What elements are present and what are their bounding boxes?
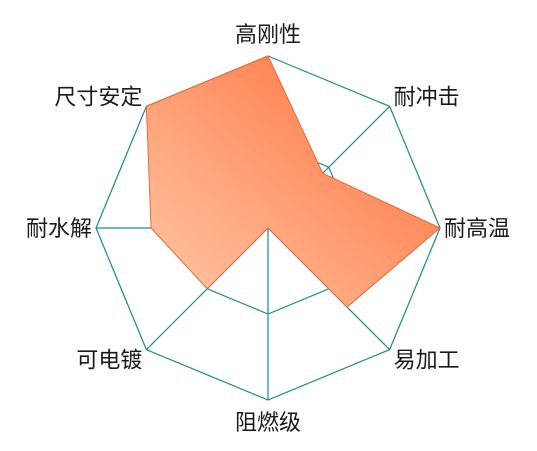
axis-label-1: 高刚性 <box>235 23 301 48</box>
axis-label-5: 阻燃级 <box>235 411 301 436</box>
axis-label-6: 可电镀 <box>76 349 142 374</box>
axis-label-2: 耐冲击 <box>394 85 460 110</box>
axis-label-3: 耐高温 <box>444 217 510 242</box>
radar-series <box>145 55 441 308</box>
axis-label-8: 尺寸安定 <box>54 85 142 110</box>
axis-label-4: 易加工 <box>394 349 460 374</box>
axis-label-7: 耐水解 <box>26 217 92 242</box>
